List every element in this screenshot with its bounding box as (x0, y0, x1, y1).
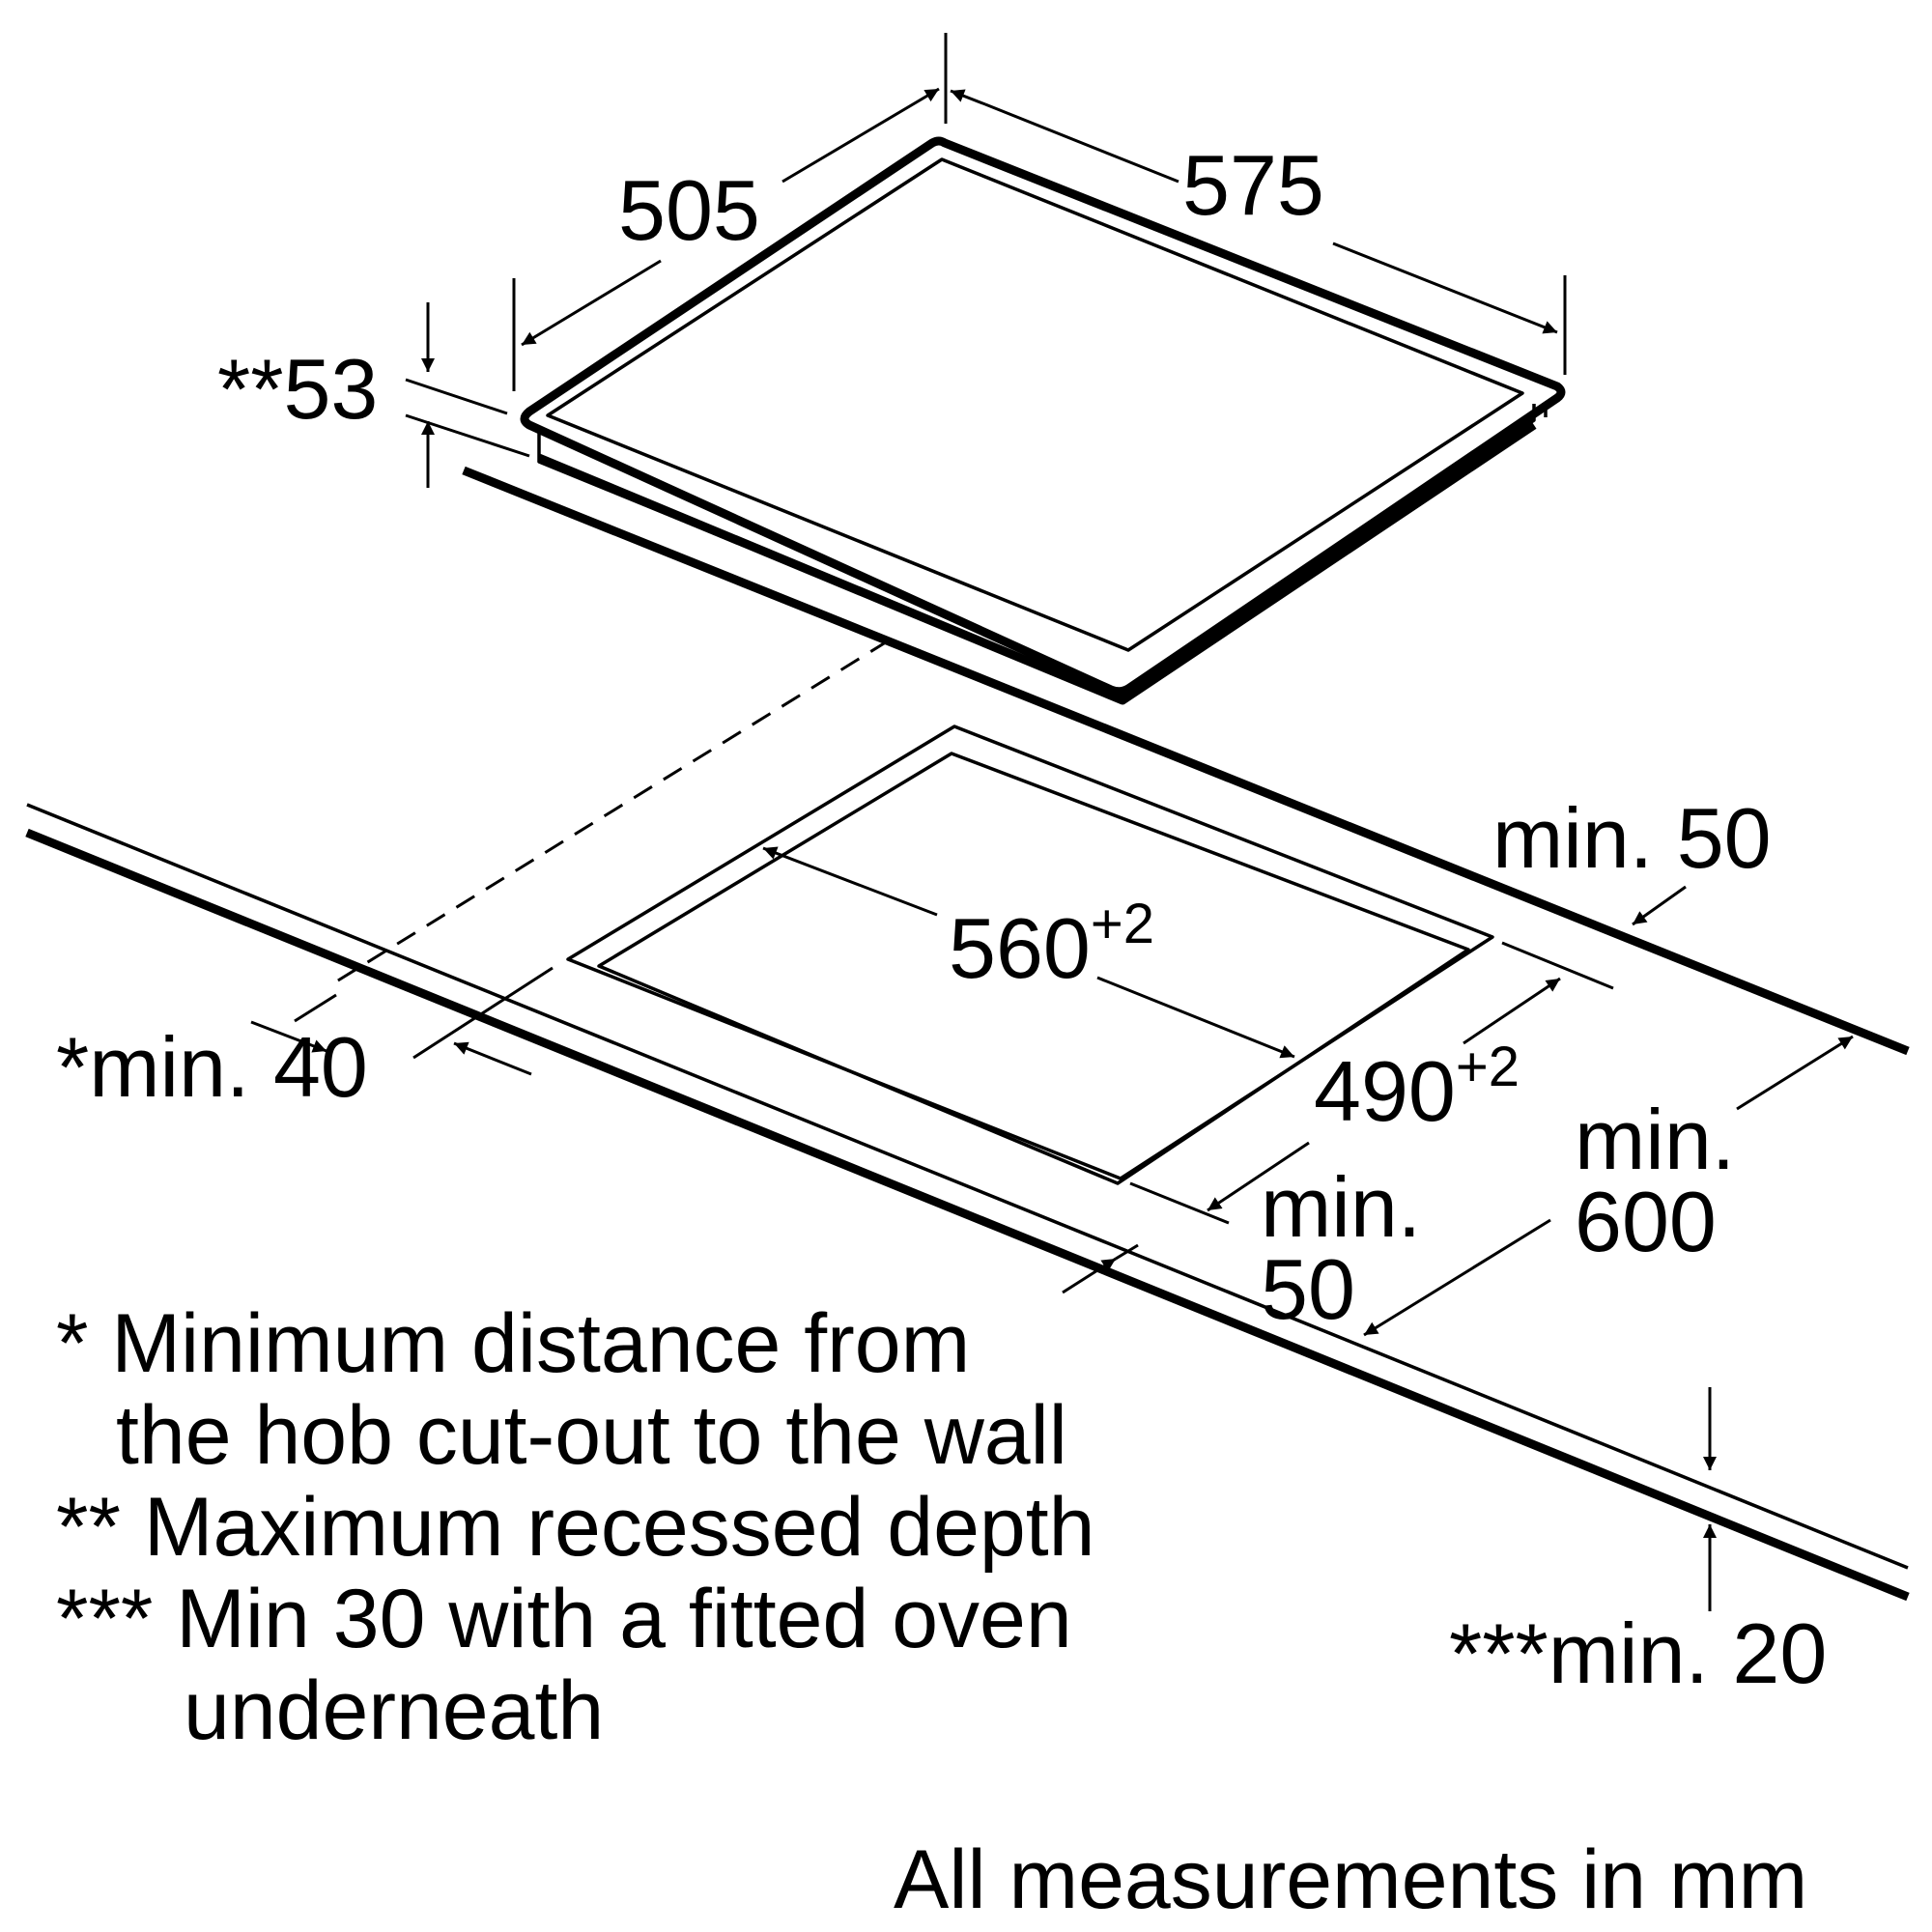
height-label: **53 (217, 341, 378, 437)
worktop-thickness-label: ***min. 20 (1449, 1605, 1827, 1701)
width-label: 575 (1182, 137, 1324, 233)
note-3-line-2: underneath (184, 1664, 604, 1757)
front-clearance-dimension: min. 50 (1062, 1159, 1421, 1337)
worktop-depth-dimension: min. 600 (1363, 1035, 1854, 1337)
back-clearance-label: min. 50 (1492, 790, 1772, 886)
height-dimension: **53 (217, 302, 530, 488)
note-1-line-1: * Minimum distance from (56, 1297, 970, 1390)
front-clearance-label-line1: min. (1261, 1159, 1421, 1255)
cutout-width-dimension: 560+2 (762, 846, 1295, 1059)
measurement-unit-footer: All measurements in mm (894, 1833, 1807, 1926)
note-1-line-2: the hob cut-out to the wall (116, 1389, 1067, 1482)
cutout-depth-label: 490+2 (1314, 1036, 1520, 1139)
worktop (25, 466, 1910, 1602)
hob-outline (520, 136, 1566, 705)
width-dimension: 575 (944, 33, 1567, 375)
note-2: ** Maximum recessed depth (56, 1481, 1094, 1574)
wall-distance-label: *min. 40 (56, 1019, 368, 1115)
wall-distance-dimension: *min. 40 (56, 966, 554, 1115)
cutout-outline (566, 724, 1494, 1185)
cutout-depth-dimension: 490+2 (1129, 941, 1614, 1225)
depth-dimension: 505 (512, 87, 940, 391)
footnotes: * Minimum distance from the hob cut-out … (56, 1297, 1094, 1757)
worktop-depth-label-line1: min. (1575, 1092, 1735, 1187)
worktop-thickness-dimension: ***min. 20 (1449, 1387, 1827, 1701)
back-clearance-dimension: min. 50 (1492, 790, 1772, 926)
cutout-width-label: 560+2 (949, 893, 1154, 996)
depth-label: 505 (618, 162, 760, 258)
front-clearance-label-line2: 50 (1261, 1241, 1355, 1337)
worktop-depth-label-line2: 600 (1575, 1174, 1717, 1269)
note-3-line-1: *** Min 30 with a fitted oven (56, 1573, 1072, 1665)
